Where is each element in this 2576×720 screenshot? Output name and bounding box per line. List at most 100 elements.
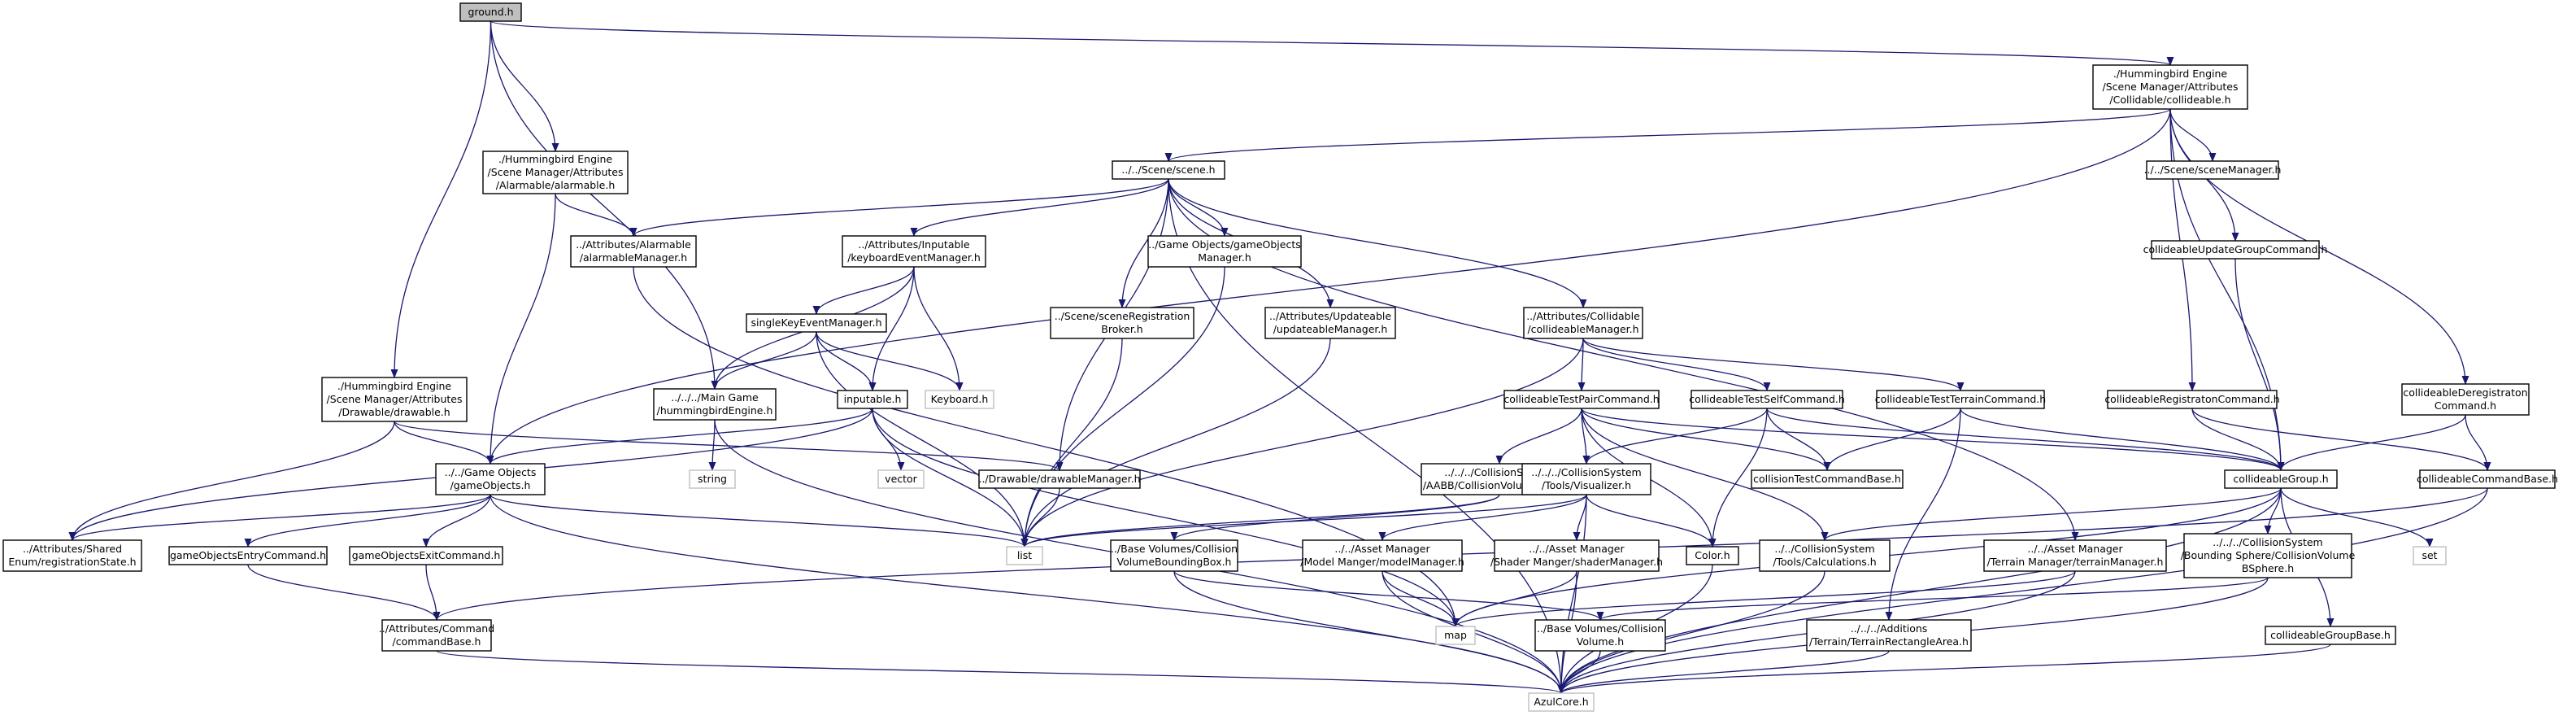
file-node-ground[interactable]: ground.h [459, 2, 522, 22]
file-node-visualizer[interactable]: ../../../CollisionSystem/Tools/Visualize… [1521, 463, 1651, 495]
edge-gameObjectsEntryCommand-to-commandBase [247, 564, 441, 621]
file-node-collisionTestCommandBase[interactable]: collisionTestCommandBase.h [1751, 469, 1904, 489]
file-node-collideableRegistratonCommand[interactable]: collideableRegistratonCommand.h [2104, 390, 2280, 409]
edge-collideableTestPairCommand-to-collideableGroup [1581, 408, 2285, 471]
file-node-collideableUpdateGroupCommand[interactable]: collideableUpdateGroupCommand.h [2143, 240, 2328, 260]
file-node-collideableTestTerrainCommand[interactable]: collideableTestTerrainCommand.h [1875, 390, 2046, 409]
file-node-commandBase[interactable]: ../Attributes/Command/commandBase.h [379, 619, 494, 652]
edge-hummingbirdEngine-to-string [708, 419, 716, 471]
file-node-terrainRectangleArea[interactable]: ../../../Additions/Terrain/TerrainRectan… [1806, 619, 1972, 652]
node-label: ../../../Additions [1851, 622, 1928, 635]
file-node-drawableManager[interactable]: ../Drawable/drawableManager.h [978, 469, 1141, 489]
node-label: gameObjectsEntryCommand.h [170, 549, 326, 561]
edge-commandBase-to-azulCore [436, 650, 1564, 694]
node-label: VolumeBoundingBox.h [1117, 556, 1232, 568]
node-label: /gameObjects.h [450, 479, 531, 491]
node-label: /hummingbirdEngine.h [657, 404, 773, 417]
node-box [1751, 469, 1904, 489]
node-label: ./Hummingbird Engine [498, 153, 613, 165]
file-node-collideableManager[interactable]: ../Attributes/Collidable/collideableMana… [1523, 307, 1643, 339]
node-label: Manager.h [1198, 251, 1251, 264]
node-label: /Drawable/drawable.h [338, 406, 450, 418]
file-node-azulCore[interactable]: AzulCore.h [1528, 692, 1595, 712]
node-box [2419, 469, 2556, 489]
node-label: collideableUpdateGroupCommand.h [2143, 243, 2328, 255]
node-label: /Scene Manager/Attributes [2102, 81, 2238, 93]
edge-collideableManager-to-collideableTestTerrainCommand [1582, 338, 1965, 391]
file-node-alarmableManager[interactable]: ../Attributes/Alarmable/alarmableManager… [570, 235, 697, 268]
file-node-inputable[interactable]: inputable.h [837, 390, 908, 409]
node-box [1006, 546, 1043, 565]
file-node-bsphere[interactable]: ../../../CollisionSystem/Bounding Sphere… [2181, 533, 2356, 578]
node-box [2413, 546, 2447, 565]
file-node-keyboard[interactable]: Keyboard.h [925, 390, 994, 409]
file-node-gameObjectsExitCommand[interactable]: gameObjectsExitCommand.h [349, 546, 503, 565]
node-box [1686, 546, 1739, 565]
edge-keyboardEventManager-to-singleKeyEventManager [812, 266, 915, 315]
node-label: /Alarmable/alarmable.h [496, 179, 616, 191]
file-node-collideableCommandBase[interactable]: collideableCommandBase.h [2417, 469, 2558, 489]
node-box [1983, 539, 2167, 572]
node-label: collideableRegistratonCommand.h [2104, 393, 2279, 405]
node-box [746, 313, 887, 333]
file-node-sceneManager[interactable]: ../../Scene/sceneManager.h [2144, 160, 2282, 180]
node-box [1112, 160, 1225, 180]
file-node-scene[interactable]: ../../Scene/scene.h [1112, 160, 1225, 180]
file-node-map[interactable]: map [1435, 626, 1476, 645]
node-box [2146, 160, 2279, 180]
file-node-gameObjects[interactable]: ../../Game Objects/gameObjects.h [435, 463, 546, 495]
file-node-string[interactable]: string [689, 469, 736, 489]
edge-gameObjects-to-gameObjectsEntryCommand [244, 494, 491, 548]
file-node-calculations[interactable]: ../../CollisionSystem/Tools/Calculations… [1759, 539, 1891, 572]
file-node-singleKeyEventManager[interactable]: singleKeyEventManager.h [746, 313, 887, 333]
file-node-terrainManager[interactable]: ../../Asset Manager/Terrain Manager/terr… [1983, 539, 2167, 572]
file-node-collisionVolume[interactable]: ../Base Volumes/CollisionVolume.h [1534, 619, 1666, 652]
file-node-gameObjectsEntryCommand[interactable]: gameObjectsEntryCommand.h [168, 546, 328, 565]
edge-gameObjects-to-azulCore [490, 494, 1565, 694]
node-label: ../../Scene/sceneManager.h [2144, 164, 2282, 176]
file-node-set[interactable]: set [2413, 546, 2447, 565]
file-node-collideableGroupBase[interactable]: collideableGroupBase.h [2265, 626, 2396, 645]
node-label: /Collidable/collideable.h [2109, 94, 2230, 106]
file-node-keyboardEventManager[interactable]: ../Attributes/Inputable/keyboardEventMan… [842, 235, 986, 268]
node-box [349, 546, 503, 565]
node-label: ../Attributes/Updateable [1269, 310, 1391, 322]
file-node-collidable[interactable]: ./Hummingbird Engine/Scene Manager/Attri… [2092, 64, 2248, 110]
file-node-alarmable[interactable]: ./Hummingbird Engine/Scene Manager/Attri… [482, 151, 629, 194]
node-label: collideableTestSelfCommand.h [1689, 393, 1845, 405]
node-box [168, 546, 328, 565]
edge-ground-to-hummingbirdEngine [490, 20, 719, 390]
edge-collideableTestSelfCommand-to-visualizer [1582, 408, 1768, 465]
node-box [570, 235, 697, 268]
file-node-boundingBox[interactable]: ../Base Volumes/CollisionVolumeBoundingB… [1110, 539, 1238, 572]
node-box [2092, 64, 2248, 110]
node-label: ../Attributes/Collidable [1526, 310, 1640, 322]
edge-ground-to-collidable [490, 20, 2174, 66]
file-node-registrationState[interactable]: ../Attributes/SharedEnum/registrationSta… [2, 539, 142, 572]
file-node-color[interactable]: Color.h [1686, 546, 1739, 565]
node-label: ../Attributes/Shared [23, 543, 122, 555]
node-label: ../../../Main Game [671, 391, 759, 404]
file-node-vector[interactable]: vector [877, 469, 925, 489]
node-box [1494, 539, 1660, 572]
node-box [689, 469, 736, 489]
edge-collideableTestSelfCommand-to-color [1708, 408, 1768, 548]
file-node-collideableGroup[interactable]: collideableGroup.h [2224, 469, 2338, 489]
node-label: /Terrain Manager/terrainManager.h [1987, 556, 2164, 568]
file-node-updateableManager[interactable]: ../Attributes/Updateable/updateableManag… [1264, 307, 1396, 339]
node-label: Broker.h [1101, 323, 1142, 335]
file-node-list[interactable]: list [1006, 546, 1043, 565]
file-node-collideableTestPairCommand[interactable]: collideableTestPairCommand.h [1503, 390, 1660, 409]
node-box [1759, 539, 1891, 572]
file-node-modelManager[interactable]: ../../Asset Manager/Model Manger/modelMa… [1300, 539, 1464, 572]
node-box [482, 151, 629, 194]
file-node-shaderManager[interactable]: ../../Asset Manager/Shader Manger/shader… [1490, 539, 1663, 572]
node-label: ../../Asset Manager [2027, 543, 2123, 555]
edge-ground-to-drawable [390, 20, 492, 378]
file-node-drawable[interactable]: ./Hummingbird Engine/Scene Manager/Attri… [321, 377, 468, 422]
file-node-collideableTestSelfCommand[interactable]: collideableTestSelfCommand.h [1689, 390, 1845, 409]
file-node-hummingbirdEngine[interactable]: ../../../Main Game/hummingbirdEngine.h [653, 388, 777, 421]
